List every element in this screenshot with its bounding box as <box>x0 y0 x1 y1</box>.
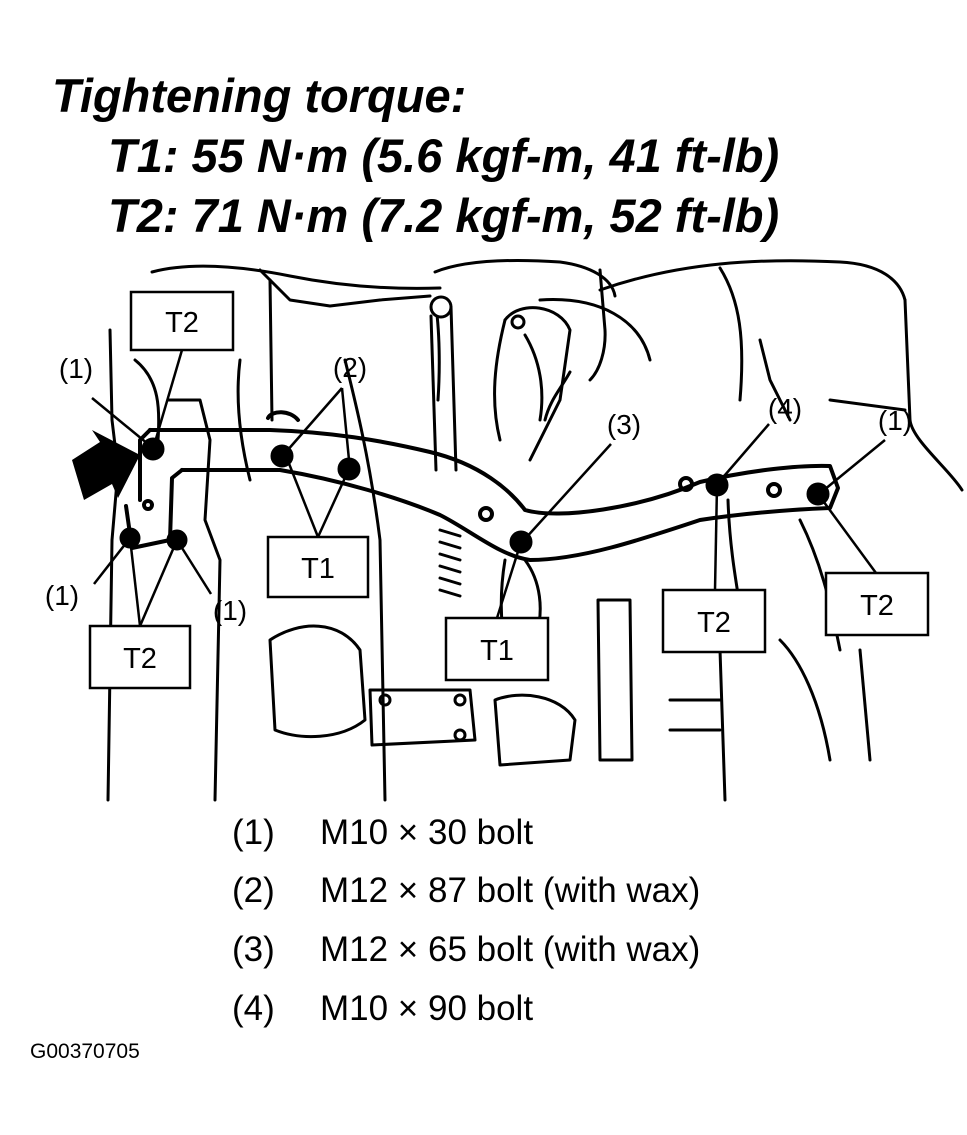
legend-item: (2) M12 × 87 bolt (with wax) <box>232 866 832 926</box>
legend-description: M12 × 87 bolt (with wax) <box>320 871 701 910</box>
header-title: Tightening torque: <box>52 69 467 122</box>
callout-1-right: (1) <box>878 405 912 436</box>
t1-label-center-left: T1 <box>301 553 335 585</box>
crossmember <box>124 410 840 562</box>
legend-number: (1) <box>232 813 275 852</box>
callout-3: (3) <box>607 409 641 440</box>
callout-1-left: (1) <box>45 580 79 611</box>
t2-label-center-right: T2 <box>697 607 731 639</box>
t1-label-center: T1 <box>480 635 514 667</box>
crossmember-diagram: T2 T1 T1 T2 T2 T2 (1) (2) (3) (4) (1) (1… <box>45 258 964 802</box>
t2-box-top-left <box>129 290 235 352</box>
callout-1-top-left: (1) <box>59 353 93 384</box>
figure-id: G00370705 <box>30 1040 140 1063</box>
direction-arrow-icon <box>72 430 140 500</box>
legend-item: (3) M12 × 65 bolt (with wax) <box>232 925 832 985</box>
leader-lines <box>91 349 886 627</box>
t2-torque-spec: T2: 71 N·m (7.2 kgf-m, 52 ft-lb) <box>108 189 780 242</box>
background-chassis-lines <box>106 258 964 802</box>
legend-description: M10 × 30 bolt <box>320 813 534 852</box>
t2-box-bottom-left <box>88 624 192 690</box>
legend-number: (4) <box>232 989 275 1028</box>
torque-header: Tightening torque: T1: 55 N·m (5.6 kgf-m… <box>0 0 967 250</box>
t1-box-center <box>444 616 550 682</box>
t2-box-center-right <box>661 588 767 654</box>
callout-4: (4) <box>768 393 802 424</box>
torque-label-text: T2 T1 T1 T2 T2 T2 <box>123 307 894 675</box>
t2-box-right <box>824 571 930 637</box>
callout-1-lower: (1) <box>213 595 247 626</box>
torque-label-boxes <box>88 290 930 690</box>
t1-torque-spec: T1: 55 N·m (5.6 kgf-m, 41 ft-lb) <box>108 129 780 182</box>
legend-item: (4) M10 × 90 bolt <box>232 984 832 1044</box>
t2-label-bottom-left: T2 <box>123 643 157 675</box>
callout-2: (2) <box>333 352 367 383</box>
legend-description: M12 × 65 bolt (with wax) <box>320 930 701 969</box>
t2-label-top-left: T2 <box>165 307 199 339</box>
t2-label-right: T2 <box>860 590 894 622</box>
legend-number: (2) <box>232 871 275 910</box>
legend-number: (3) <box>232 930 275 969</box>
t1-box-center-left <box>266 535 370 599</box>
legend-item: (1) M10 × 30 bolt <box>232 808 832 868</box>
bolt-callout-text: (1) (2) (3) (4) (1) (1) (1) <box>45 352 912 626</box>
legend-description: M10 × 90 bolt <box>320 989 534 1028</box>
